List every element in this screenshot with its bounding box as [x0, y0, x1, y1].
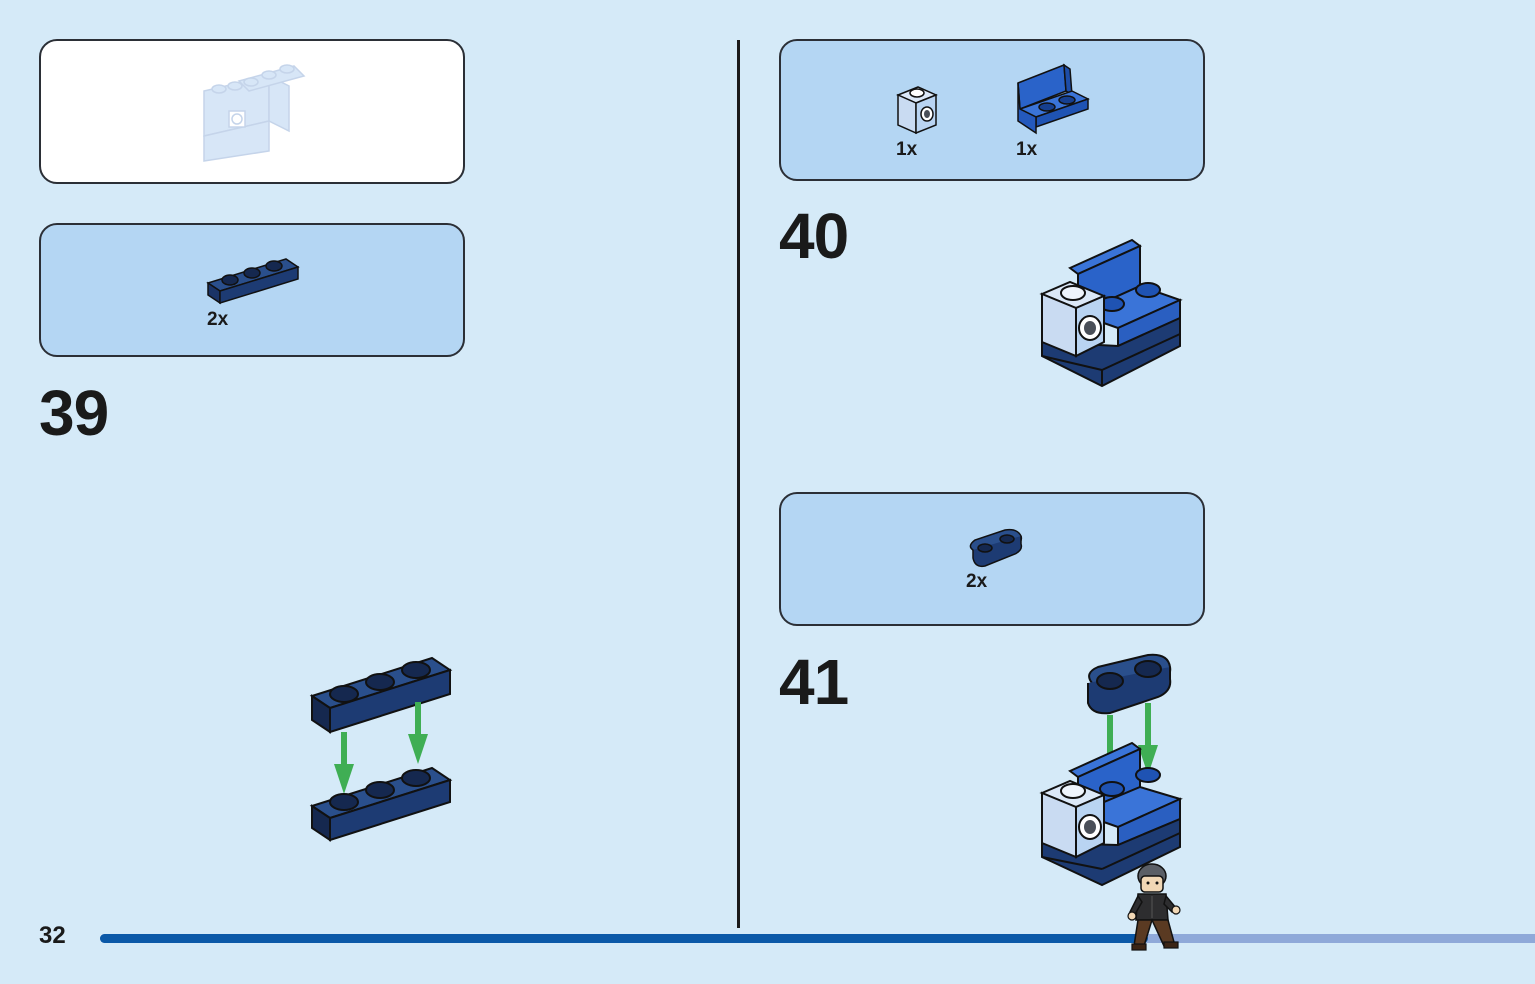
- part-quantity: 1x: [896, 139, 918, 160]
- minifigure-walking-icon: [1127, 863, 1181, 951]
- part-quantity: 2x: [966, 571, 988, 592]
- step-39-illustration: [309, 656, 453, 842]
- part-quantity: 1x: [1016, 139, 1038, 160]
- step-number: 40: [779, 200, 849, 272]
- plate-lower: [309, 766, 453, 842]
- assembly-reference-box: [39, 39, 465, 184]
- progress-bar: [100, 934, 1535, 943]
- arrow-down-icon: [334, 702, 428, 794]
- step-40-parts-callout: 1x 1x: [779, 39, 1205, 181]
- step-number: 41: [779, 646, 849, 718]
- page-number: 32: [39, 922, 66, 949]
- step-40-illustration: [1039, 238, 1183, 388]
- step-41-illustration: [1039, 653, 1183, 887]
- dark-blue-plate-1x2-rounded-icon: [969, 528, 1023, 568]
- column-divider: [737, 40, 740, 928]
- step-41-parts-callout: 2x: [779, 492, 1205, 626]
- rounded-plate-upper: [1087, 653, 1172, 715]
- step-number: 39: [39, 377, 109, 449]
- dark-blue-plate-1x3-icon: [206, 258, 300, 305]
- faded-assembly-icon: [203, 64, 306, 162]
- step-39-parts-callout: 2x: [39, 223, 465, 357]
- plate-upper: [309, 656, 453, 734]
- light-blue-brick-1x1-with-stud-icon: [896, 86, 938, 135]
- blue-bracket-plate-icon: [1017, 63, 1090, 135]
- progress-bar-fill: [100, 934, 1148, 943]
- part-quantity: 2x: [207, 309, 229, 330]
